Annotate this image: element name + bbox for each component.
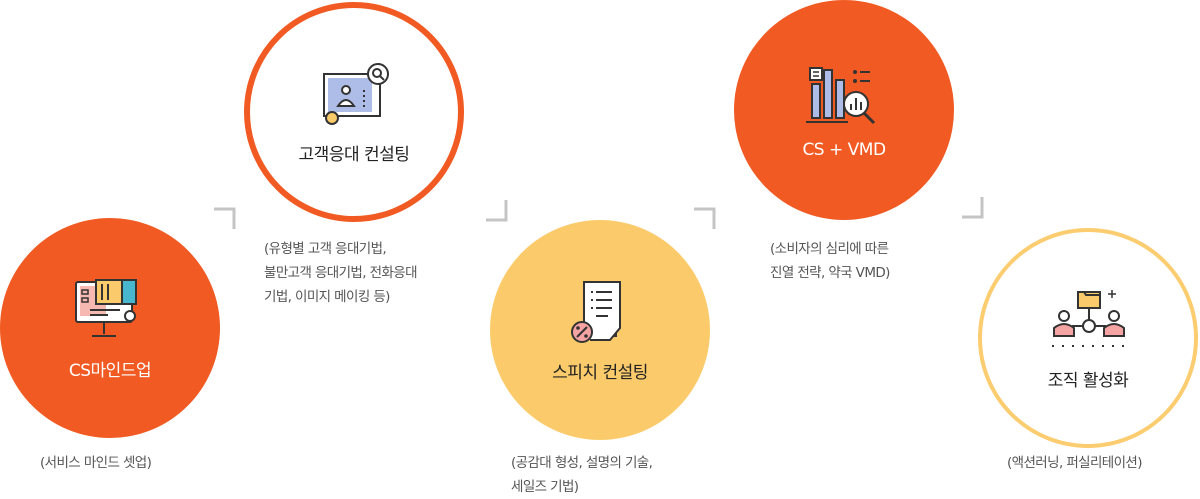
arrow-icon — [214, 207, 236, 229]
bar-chart-magnifier-icon — [806, 67, 876, 125]
step-description: (액션러닝, 퍼실리테이션) — [1007, 455, 1143, 471]
step-title: 스피치 컨설팅 — [552, 362, 648, 383]
profile-search-icon — [323, 62, 389, 125]
step-description: (서비스 마인드 셋업) — [40, 455, 152, 471]
step-speech-consulting-circle: 스피치 컨설팅 — [490, 220, 710, 440]
step-org-activation-circle: 조직 활성화 — [978, 228, 1198, 448]
step-cs-mindup-circle: CS마인드업 — [0, 218, 220, 438]
step-title: CS + VMD — [802, 140, 886, 160]
step-title: 고객응대 컨설팅 — [298, 144, 410, 165]
step-title: CS마인드업 — [68, 360, 152, 381]
team-network-icon — [1052, 289, 1126, 347]
arrow-icon — [694, 207, 716, 229]
step-description: (공감대 형성, 설명의 기술, 세일즈 기법) — [511, 455, 653, 495]
document-percent-icon — [571, 280, 621, 343]
monitor-icon — [75, 278, 137, 337]
step-cs-vmd-circle: CS + VMD — [734, 0, 954, 220]
step-customer-consulting-circle: 고객응대 컨설팅 — [244, 2, 464, 222]
arrow-icon — [486, 200, 508, 222]
step-description: (유형별 고객 응대기법, 불만고객 응대기법, 전화응대 기법, 이미지 메이… — [264, 241, 418, 305]
step-description: (소비자의 심리에 따른 진열 전략, 약국 VMD) — [770, 241, 890, 281]
step-title: 조직 활성화 — [1047, 370, 1129, 391]
arrow-icon — [962, 197, 984, 219]
